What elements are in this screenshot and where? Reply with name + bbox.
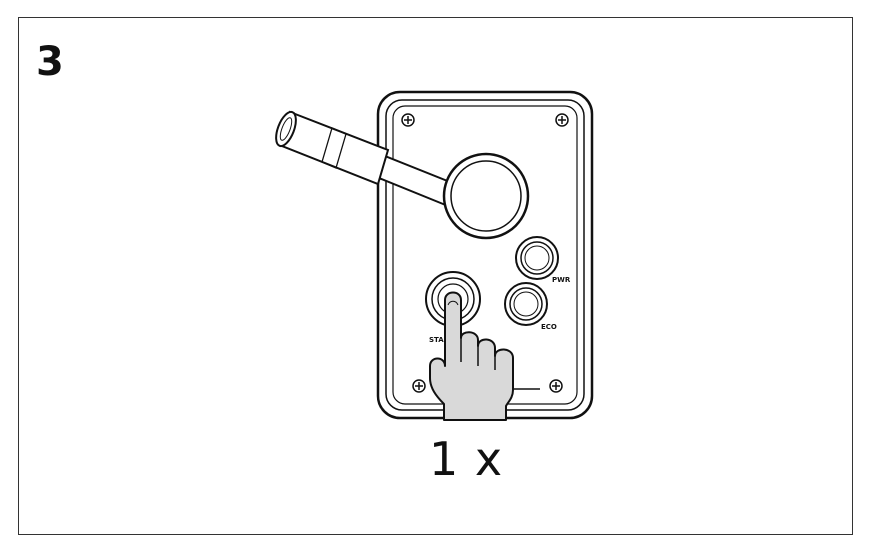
step-number: 3 [36,39,64,85]
start-button-label: STA [429,336,444,344]
screw-icon [401,113,569,393]
press-count-label: 1 x [429,432,504,486]
hand-pointer-icon [429,291,514,421]
eco-button-label: ECO [541,323,557,331]
pwr-button: PWR [515,236,571,284]
control-lever-icon [275,110,530,240]
eco-button: ECO [504,282,557,331]
pwr-button-label: PWR [552,276,571,284]
